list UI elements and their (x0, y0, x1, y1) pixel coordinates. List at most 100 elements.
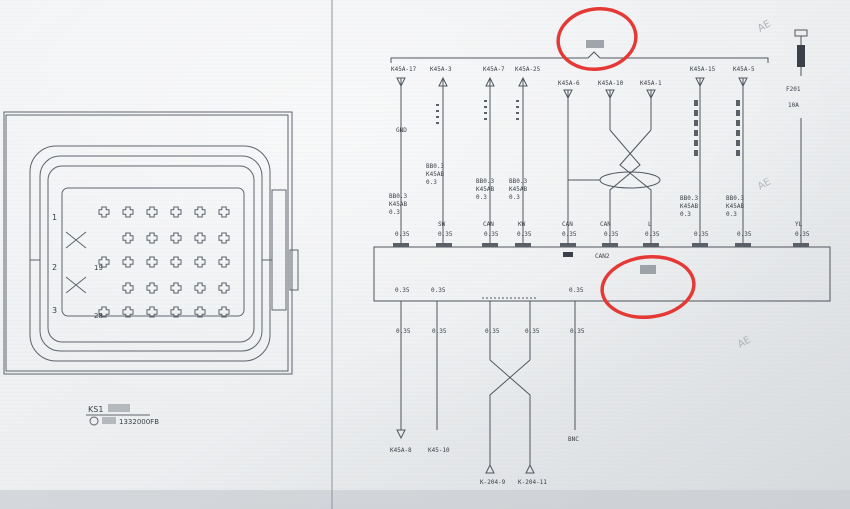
svg-text:0.35: 0.35 (438, 231, 453, 238)
svg-text:0.3: 0.3 (426, 179, 437, 186)
ecu-can-tag: CAN2 (595, 253, 610, 260)
connector-pin-cavity (194, 256, 206, 268)
connector-pin-cavity (194, 306, 206, 318)
red-annotation-circle-ecu (600, 255, 696, 319)
svg-text:YL: YL (795, 221, 803, 228)
wire-spec-group-f: BB0.3 K45AB 0.3 (726, 195, 744, 218)
svg-text:K45AB: K45AB (726, 203, 744, 210)
svg-text:0.35: 0.35 (795, 231, 810, 238)
svg-text:0.35: 0.35 (395, 231, 410, 238)
svg-text:0.35: 0.35 (431, 287, 446, 294)
connector-pin-cavity (194, 232, 206, 244)
row-end-28: 28 (94, 312, 103, 320)
connector-pin-cavity (98, 206, 110, 218)
conn-label-k45a-17: K45A-17 (391, 66, 417, 73)
bottom-conn-twisted-b: K-204-11 (518, 479, 547, 486)
svg-text:KW: KW (518, 221, 526, 228)
conn-label-k45a-6: K45A-6 (558, 80, 580, 87)
conn-label-k45a-1: K45A-1 (640, 80, 662, 87)
svg-text:K45AB: K45AB (509, 186, 527, 193)
bottom-conn-twisted-a: K-204-9 (480, 479, 506, 486)
connector-pin-cavity (170, 232, 182, 244)
svg-text:SW: SW (438, 221, 446, 228)
connector-pin-cavity (146, 282, 158, 294)
connector-pin-cavity (218, 206, 230, 218)
svg-text:K45AB: K45AB (389, 201, 407, 208)
conn-label-k45a-25: K45A-25 (515, 66, 541, 73)
connector-pin-cavity (146, 232, 158, 244)
fuse-amp: 10A (788, 102, 799, 109)
wire-spec-group-d: BB0.3 K45AB 0.3 (509, 178, 527, 201)
conn-label-k45a-15: K45A-15 (690, 66, 716, 73)
svg-text:BB0.3: BB0.3 (389, 193, 407, 200)
connector-pin-cavity (170, 256, 182, 268)
wire-spec-group-b: BB0.3 K45AB 0.3 (426, 163, 444, 186)
svg-text:0.35: 0.35 (525, 328, 540, 335)
svg-text:0.35: 0.35 (396, 328, 411, 335)
svg-text:0.35: 0.35 (395, 287, 410, 294)
conn-label-k45a-3: K45A-3 (430, 66, 452, 73)
connector-pin-cavity (218, 306, 230, 318)
ecu-pin-labels: SW CAN KW CAN CAN L YL (438, 221, 803, 228)
wire-spec-group-e: BB0.3 K45AB 0.3 (680, 195, 698, 218)
svg-text:CAN: CAN (562, 221, 573, 228)
ecu-pin-gauge: 0.35 0.35 0.35 0.35 0.35 0.35 0.35 0.35 … (395, 231, 810, 238)
connector-pin-cavity (218, 282, 230, 294)
svg-text:0.3: 0.3 (389, 209, 400, 216)
connector-part-number: 1332000FB (119, 418, 159, 426)
wire-spec-group-a: BB0.3 K45AB 0.3 (389, 193, 407, 216)
connector-key-mark (65, 276, 87, 294)
ground-symbol-icon (89, 416, 99, 426)
top-arrows (396, 76, 748, 100)
connector-pin-cavity (122, 306, 134, 318)
connector-pin-cavity (146, 256, 158, 268)
connector-pin-cavity (170, 282, 182, 294)
svg-text:BB0.3: BB0.3 (476, 178, 494, 185)
conn-label-k45a-5: K45A-5 (733, 66, 755, 73)
svg-text:BB0.3: BB0.3 (680, 195, 698, 202)
connector-pin-cavity (146, 306, 158, 318)
connector-pin-cavity (170, 306, 182, 318)
connector-pin-cavity (146, 206, 158, 218)
connector-pin-cavity (194, 282, 206, 294)
fuse-symbol-icon (794, 29, 808, 76)
row-end-19: 19 (94, 264, 103, 272)
connector-code: KS1 (88, 405, 103, 414)
svg-text:0.35: 0.35 (570, 328, 585, 335)
red-annotation-circle-top (556, 7, 638, 71)
svg-text:0.35: 0.35 (694, 231, 709, 238)
connector-key-mark (65, 231, 87, 249)
connector-pin-cavity (122, 232, 134, 244)
svg-text:BB0.3: BB0.3 (726, 195, 744, 202)
row-label-1: 1 (52, 213, 57, 222)
bottom-conn-bnc: BNC (568, 436, 579, 443)
svg-text:0.35: 0.35 (517, 231, 532, 238)
svg-text:0.3: 0.3 (726, 211, 737, 218)
svg-text:K45AB: K45AB (426, 171, 444, 178)
connector-pin-cavity (98, 306, 110, 318)
row-label-2: 2 (52, 263, 57, 272)
svg-text:0.35: 0.35 (484, 231, 499, 238)
svg-text:BB0.3: BB0.3 (426, 163, 444, 170)
wire-spec-group-c: BB0.3 K45AB 0.3 (476, 178, 494, 201)
svg-text:0.3: 0.3 (680, 211, 691, 218)
connector-pin-grid (65, 206, 230, 318)
svg-text:L: L (648, 221, 652, 228)
connector-pin-cavity (98, 256, 110, 268)
svg-text:0.35: 0.35 (485, 328, 500, 335)
svg-text:0.3: 0.3 (509, 194, 520, 201)
svg-text:K45AB: K45AB (476, 186, 494, 193)
connector-pin-cavity (194, 206, 206, 218)
wire1-color-label: GND (396, 127, 407, 134)
conn-label-k45a-10: K45A-10 (598, 80, 624, 87)
connector-pin-cavity (218, 232, 230, 244)
svg-text:0.35: 0.35 (645, 231, 660, 238)
connector-pin-cavity (218, 256, 230, 268)
svg-text:CAN: CAN (483, 221, 494, 228)
svg-text:0.3: 0.3 (476, 194, 487, 201)
row-label-3: 3 (52, 306, 57, 315)
ecu-pin-stubs (393, 243, 809, 247)
connector-pin-cavity (122, 282, 134, 294)
bottom-conn-k45-10: K45-10 (428, 447, 450, 454)
